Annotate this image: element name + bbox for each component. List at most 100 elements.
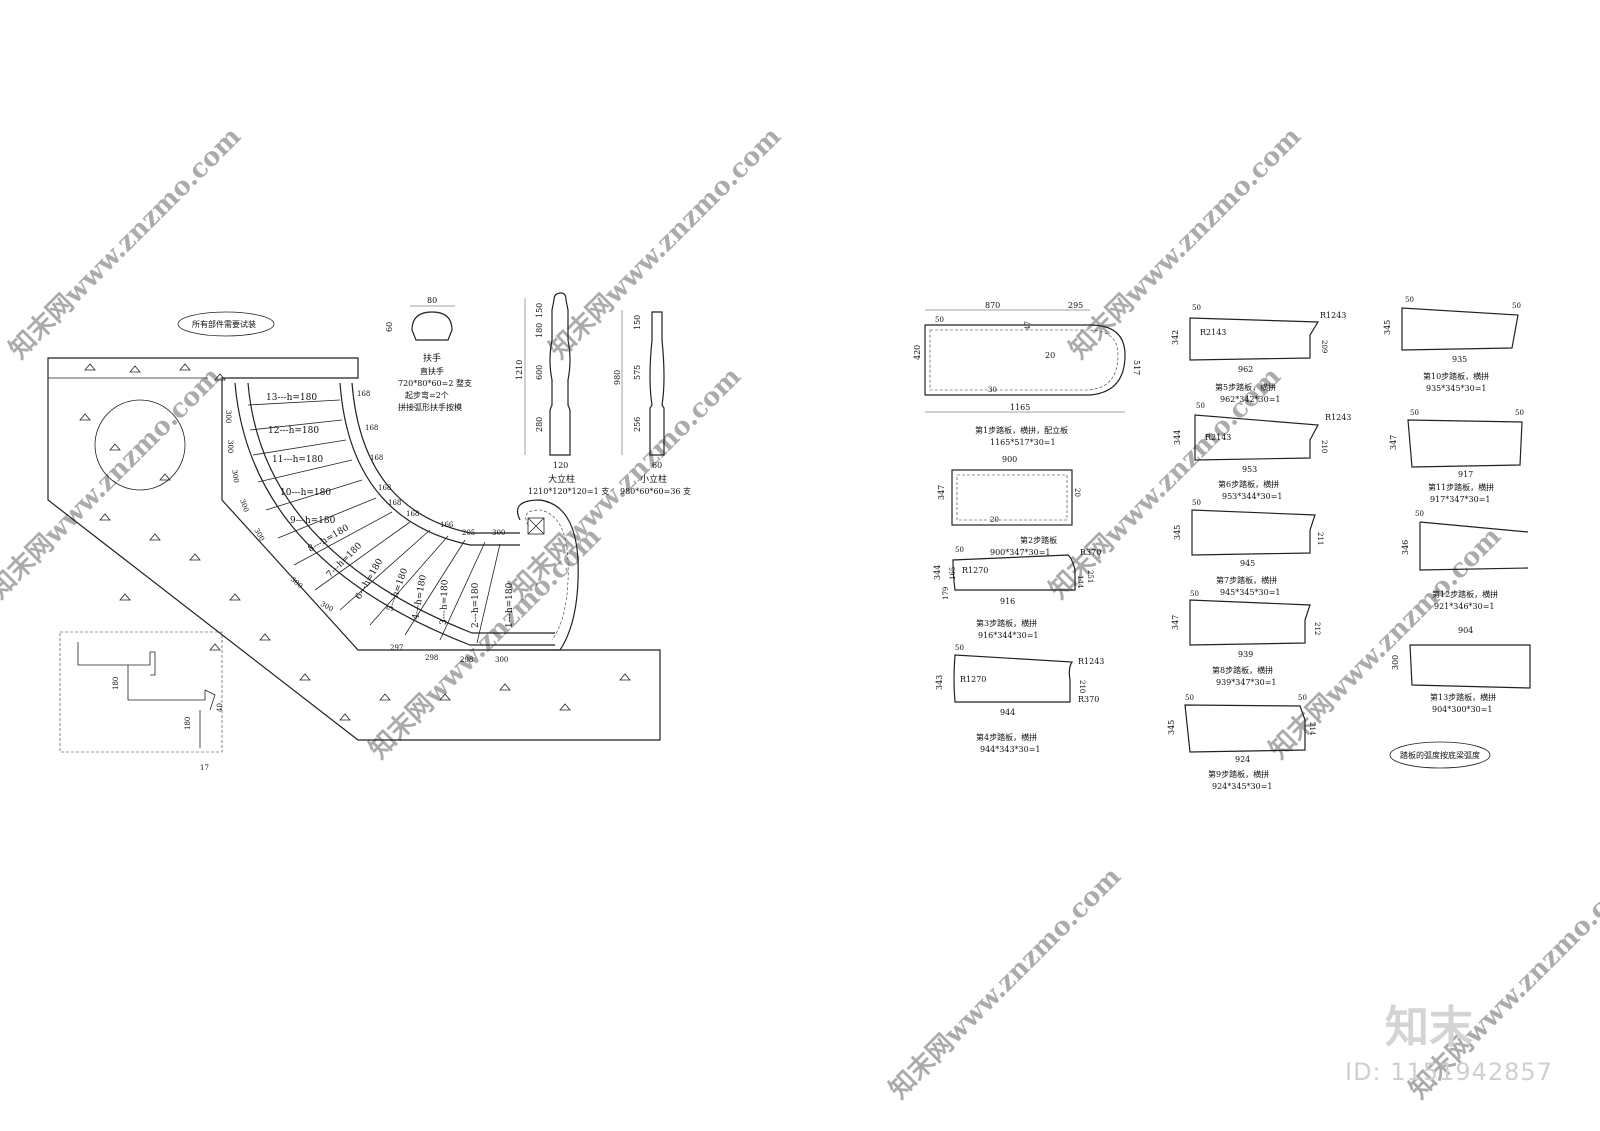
dim-label: 870	[985, 301, 1000, 310]
dim-label: 344	[1173, 430, 1182, 445]
tread-outline	[1409, 644, 1531, 689]
column-circle	[94, 399, 186, 491]
dim-label: 120	[553, 461, 568, 470]
tread-6: 50 R2143 R1243 344 210 953 第6步踏板，横拼 953*…	[1173, 402, 1351, 501]
tread-outline	[953, 654, 1074, 703]
dim-label: 168	[370, 454, 383, 462]
tread-3: 50 R1270 R370 344 179 165 144 251 916 第3…	[933, 546, 1101, 640]
dim-label: 47	[1024, 321, 1032, 330]
step-label: 5---h=180	[385, 567, 410, 613]
step-label: 11---h=180	[272, 455, 323, 465]
dim-label: 298	[425, 654, 438, 662]
dim-label: 50	[1298, 694, 1307, 702]
dim-label: 50	[1512, 302, 1521, 310]
dim-label: 20	[1073, 488, 1081, 497]
dim-label: 1165	[1010, 403, 1030, 412]
small-post-title: 小立柱	[640, 473, 667, 485]
dim-label: 168	[378, 484, 391, 492]
stair-inner-stringer-2	[247, 382, 555, 634]
note-bubble	[177, 311, 275, 337]
tread-spec: 953*344*30=1	[1222, 492, 1283, 501]
dim-label: 343	[935, 675, 944, 690]
dim-label: 180	[112, 677, 120, 690]
dim-label: 30	[988, 386, 997, 394]
dim-label: 342	[1171, 330, 1180, 345]
tread-outline	[1189, 599, 1311, 646]
tread-title: 第9步踏板，横拼	[1208, 769, 1269, 779]
handrail-spec: 直扶手	[420, 366, 444, 376]
brand-id: ID: 1151942857	[1345, 1058, 1553, 1086]
dim-label: 944	[1000, 708, 1015, 717]
dim-label: R1243	[1320, 311, 1346, 320]
tread-13: 904 300 第13步踏板，横拼 904*300*30=1	[1391, 626, 1531, 714]
dim-label: 50	[1515, 409, 1524, 417]
dim-label: 600	[535, 365, 544, 380]
dim-label: 297	[390, 644, 403, 652]
step-lines	[247, 399, 501, 644]
dim-label: 180	[535, 323, 544, 338]
handrail-spec: 起步弯=2个	[405, 390, 449, 400]
dim-label: 300	[224, 410, 232, 423]
tread-outline	[951, 469, 1073, 526]
dim-label: 344	[933, 565, 942, 580]
dim-label: 60	[385, 322, 394, 332]
tread-spec: 935*345*30=1	[1426, 384, 1487, 393]
dim-label: 280	[535, 417, 544, 432]
dim-label: R1243	[1325, 413, 1351, 422]
watermark: 知末网www.znzmo.com	[884, 862, 1127, 1105]
tread-9: 50 50 345 214 924 第9步踏板，横拼 924*345*30=1	[1167, 694, 1316, 791]
watermark-layer: 知末网www.znzmo.com 知末网www.znzmo.com 知末网www…	[0, 122, 1600, 1105]
dim-label: 980	[613, 370, 622, 385]
dim-label: 300	[238, 498, 250, 513]
dim-label: 300	[1391, 655, 1400, 670]
dim-label: 209	[1320, 340, 1328, 353]
dim-label: R2143	[1205, 433, 1231, 442]
dim-label: 168	[406, 510, 419, 518]
tread-inner	[956, 474, 1068, 521]
dim-label: 50	[1192, 304, 1201, 312]
tread-spec: 917*347*30=1	[1430, 495, 1491, 504]
tread-outline	[1189, 317, 1320, 361]
dim-label: 165	[949, 567, 957, 580]
dim-label: R1270	[960, 675, 986, 684]
tread-10: 50 50 345 935 第10步踏板，横拼 935*345*30=1	[1383, 296, 1521, 393]
big-post-shape	[549, 292, 571, 456]
tread-title: 第8步踏板，横拼	[1212, 665, 1273, 675]
dim-label: 168	[388, 499, 401, 507]
small-post-elevation: 980 150 575 256 60 小立柱 980*60*60=36 支	[613, 310, 691, 496]
dim-label: R370	[1078, 695, 1099, 704]
brand-logo: 知末	[1385, 1002, 1473, 1050]
step-label: 3---h=180	[439, 579, 451, 625]
dim-label: 180	[184, 717, 192, 730]
handrail-title: 扶手	[423, 352, 441, 364]
dim-label: 347	[1389, 435, 1398, 450]
dim-label: 300	[230, 469, 240, 484]
dim-label: R1243	[1078, 657, 1104, 666]
dim-label: 50	[955, 546, 964, 554]
section-upper-tread	[77, 642, 156, 676]
dim-label: 298	[460, 656, 473, 664]
dim-label: R2143	[1200, 328, 1226, 337]
dim-label: 50	[1190, 590, 1199, 598]
dim-label: 251	[1086, 570, 1094, 583]
handrail-spec: 720*80*60=2 整支	[398, 378, 472, 388]
section-detail-box	[59, 631, 223, 753]
dim-label: 40	[216, 703, 224, 712]
dim-label: 144	[1076, 575, 1084, 589]
step-label: 10---h=180	[280, 488, 331, 498]
dim-label: 214	[1308, 722, 1316, 736]
dim-label: 904	[1458, 626, 1473, 635]
dim-label: 166	[440, 521, 454, 529]
dim-label: 80	[427, 296, 437, 305]
tread-spec: 945*345*30=1	[1220, 588, 1281, 597]
tread-title: 第11步踏板，横拼	[1428, 482, 1494, 492]
small-post-shape	[649, 311, 665, 456]
dim-label: 924	[1235, 755, 1250, 764]
floor-slab-outline	[47, 357, 661, 741]
tread-4: 50 R1270 R1243 R370 343 210 944 第4步踏板，横拼…	[935, 644, 1104, 754]
tread-spec: 939*347*30=1	[1216, 678, 1277, 687]
stair-outer-stringer-2	[351, 382, 520, 534]
tread-11: 50 50 347 917 第11步踏板，横拼 917*347*30=1	[1389, 409, 1524, 504]
dim-label: 917	[1458, 470, 1473, 479]
